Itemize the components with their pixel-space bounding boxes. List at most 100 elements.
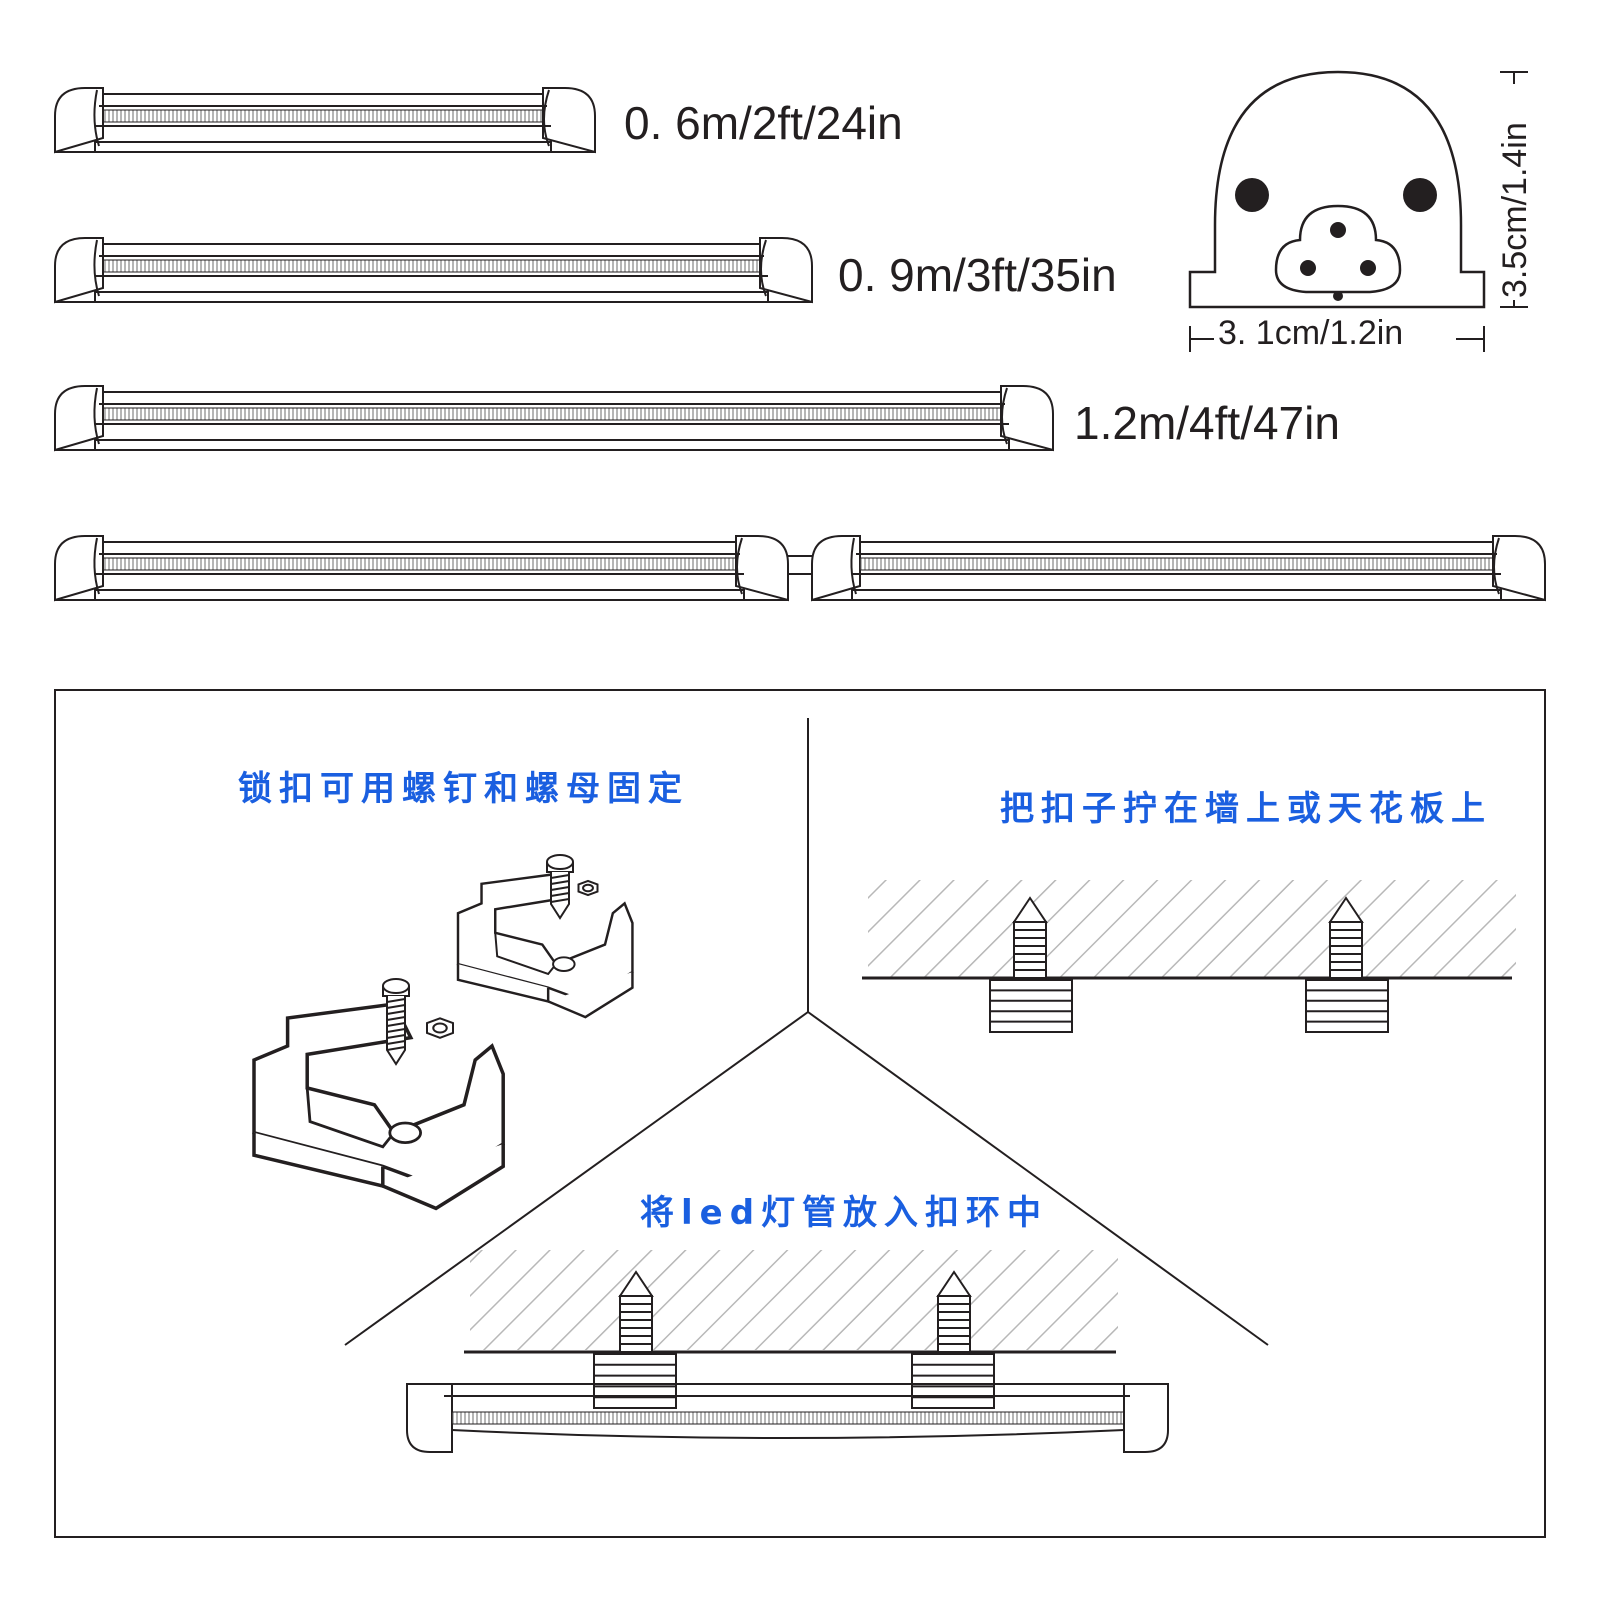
endcap-profile-outline	[1188, 70, 1486, 309]
tube-90cm-base-rail	[94, 291, 769, 302]
tube-linked-b-left-cap	[811, 535, 861, 602]
profile-width-dimension	[1189, 326, 1485, 352]
step-mount-clip-label: 把扣子拧在墙上或天花板上	[1000, 789, 1492, 829]
tube-linked-b-led-strip	[859, 557, 1494, 571]
tube-60cm-right-cap	[542, 87, 596, 154]
clip-screw-lower-thread	[386, 1022, 406, 1027]
tube-linked-b-right-cap	[1492, 535, 1546, 602]
clip-screw-upper-thread	[550, 886, 570, 891]
inserted-tube-led-strip	[451, 1411, 1125, 1425]
clip-nut-lower	[426, 1017, 454, 1039]
tube-60cm-left-cap	[54, 87, 104, 154]
inserted-tube-right-cap	[1123, 1383, 1169, 1453]
clip-screw-lower-thread	[386, 1040, 406, 1045]
clip-part-upper-inner-fold	[494, 932, 557, 976]
inserted-tube-left-cap	[406, 1383, 453, 1453]
clip-part-lower	[252, 1002, 505, 1211]
tube-linked-a-led-strip	[102, 557, 737, 571]
clip-part-lower-hole	[388, 1121, 422, 1144]
tube-120cm-led-strip	[102, 407, 1002, 421]
endcap-bottom-dot	[1333, 291, 1343, 301]
endcap-socket-hole-left	[1300, 260, 1316, 276]
clip-screw-upper-thread	[550, 892, 570, 897]
endcap-pin-right	[1403, 178, 1437, 212]
insert-screw-left-shank	[619, 1295, 653, 1353]
tube-linked-a-base-rail	[94, 589, 745, 600]
endcap-plug-socket	[1274, 204, 1402, 294]
clip-nut-upper-bore	[582, 883, 594, 893]
endcap-socket-hole-right	[1360, 260, 1376, 276]
insert-ceiling-hatch	[470, 1250, 1118, 1350]
inserted-tube	[406, 1383, 1169, 1453]
tube-120cm-left-cap	[54, 385, 104, 452]
tube-linked-a-right-cap	[735, 535, 789, 602]
endcap-socket-hole-top	[1330, 222, 1346, 238]
clip-part-upper	[456, 872, 634, 1019]
clip-screw-lower-thread	[386, 1028, 406, 1033]
mount-screw-left-shank	[1013, 921, 1047, 979]
tube-120cm	[54, 385, 1054, 452]
clip-screw-upper-thread	[550, 880, 570, 885]
clip-parts-illustration	[252, 854, 634, 1211]
clip-part-lower-front-face	[252, 1132, 385, 1189]
ceiling-hatch	[868, 880, 1516, 977]
mount-screw-right-shank	[1329, 921, 1363, 979]
size-label-120cm: 1.2m/4ft/47in	[1074, 397, 1340, 449]
tube-linked-b	[811, 535, 1546, 602]
tube-120cm-base-rail	[94, 439, 1010, 450]
profile-width-label: 3. 1cm/1.2in	[1218, 314, 1404, 352]
clip-screw-lower-thread	[386, 1010, 406, 1015]
clip-part-upper-front-face	[456, 964, 550, 1003]
tube-linked-a-left-cap	[54, 535, 104, 602]
clip-screw-lower-thread	[386, 1004, 406, 1009]
insert-clip-right-body	[911, 1353, 995, 1409]
clip-part-upper-hole	[552, 956, 576, 973]
tube-60cm	[54, 87, 596, 154]
clip-screw-upper-thread	[550, 898, 570, 903]
mount-screw-left	[1012, 896, 1048, 979]
insert-screw-left	[618, 1270, 654, 1353]
step-insert-tube-label: 将led灯管放入扣环中	[640, 1193, 1049, 1233]
clip-screw-lower-thread	[386, 1046, 406, 1051]
tube-connector	[788, 555, 812, 575]
clip-screw-lower-head	[382, 978, 410, 994]
clip-screw-lower-thread	[386, 1034, 406, 1039]
mount-clip-right-body	[1305, 979, 1389, 1033]
clip-nut-upper	[577, 879, 599, 897]
clip-part-lower-right-face	[382, 1143, 505, 1211]
tube-60cm-led-strip	[102, 109, 544, 123]
clip-screw-upper	[546, 854, 574, 920]
mount-screw-right	[1328, 896, 1364, 979]
tube-90cm-right-cap	[759, 237, 813, 304]
clip-nut-lower-bore	[432, 1022, 448, 1034]
insert-illustration	[406, 1250, 1169, 1453]
size-label-90cm: 0. 9m/3ft/35in	[838, 249, 1117, 301]
installation-panel-border	[54, 689, 1546, 1538]
mount-illustration	[862, 880, 1516, 1033]
panel-divider-left	[344, 1011, 809, 1346]
clip-screw-lower-thread	[386, 998, 406, 1003]
tube-60cm-base-rail	[94, 141, 552, 152]
clip-part-lower-inner-fold	[305, 1087, 396, 1149]
clip-screw-upper-head	[546, 854, 574, 870]
profile-height-label: 3.5cm/1.4in	[1496, 122, 1534, 298]
clip-screw-lower-thread	[386, 1016, 406, 1021]
clip-part-upper-right-face	[547, 972, 634, 1019]
insert-clip-right	[911, 1353, 995, 1409]
mount-clip-left	[989, 979, 1073, 1033]
insert-screw-right	[936, 1270, 972, 1353]
tube-90cm-led-strip	[102, 259, 761, 273]
clip-screw-upper-thread	[550, 874, 570, 879]
tube-90cm	[54, 237, 813, 304]
mount-clip-right	[1305, 979, 1389, 1033]
insert-clip-left	[593, 1353, 677, 1409]
panel-divider-right	[807, 1011, 1269, 1346]
profile-height-dimension	[1500, 71, 1528, 308]
endcap-pin-left	[1235, 178, 1269, 212]
tube-120cm-right-cap	[1000, 385, 1054, 452]
inserted-tube-lens	[451, 1429, 1125, 1439]
size-label-60cm: 0. 6m/2ft/24in	[624, 97, 903, 149]
tube-linked-a	[54, 535, 789, 602]
step-fix-clip-label: 锁扣可用螺钉和螺母固定	[238, 769, 689, 809]
